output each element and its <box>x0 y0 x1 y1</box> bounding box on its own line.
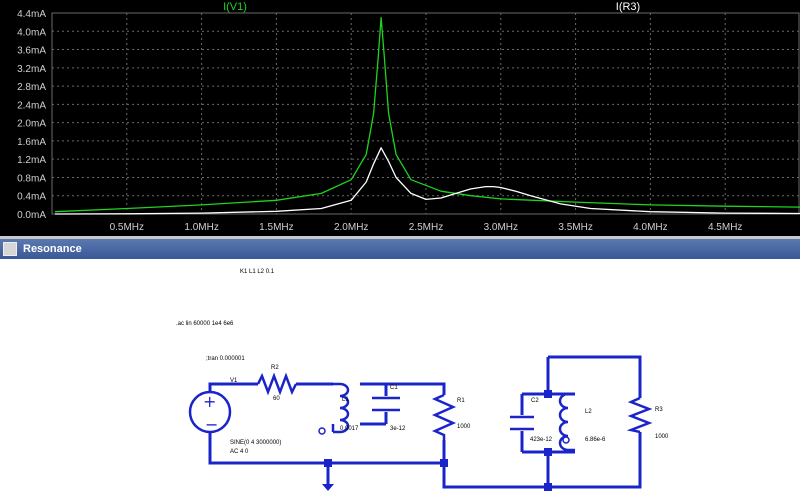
directive-tran[interactable]: ;tran 0.000001 <box>206 356 245 362</box>
resistor-r3[interactable] <box>626 396 653 434</box>
capacitor-c2[interactable] <box>510 415 534 431</box>
c2-value[interactable]: 423e-12 <box>530 437 553 443</box>
y-tick-label: 3.6mA <box>17 46 46 57</box>
y-tick-label: 2.0mA <box>17 119 46 130</box>
y-tick-label: 1.6mA <box>17 137 46 148</box>
x-tick-label: 3.5MHz <box>558 222 592 233</box>
phase-dot-l2 <box>562 436 570 444</box>
x-tick-label: 4.5MHz <box>708 222 742 233</box>
r2-name: R2 <box>271 365 279 371</box>
v1-name: V1 <box>230 378 238 384</box>
wire[interactable] <box>360 382 446 395</box>
schematic-title-bar[interactable]: Resonance <box>0 239 800 259</box>
r1-name: R1 <box>457 398 465 404</box>
c1-value[interactable]: 3e-12 <box>390 426 406 432</box>
r3-value[interactable]: 1000 <box>655 434 669 440</box>
schematic-window-icon <box>3 242 17 256</box>
source-plus-sign: + <box>203 392 216 411</box>
x-tick-label: 4.0MHz <box>633 222 667 233</box>
directive-coupling[interactable]: K1 L1 L2 0.1 <box>240 269 275 275</box>
schematic-drawing[interactable]: + − K1 L1 L2 0.1 .ac lin 60000 1e4 6e6 ;… <box>0 259 800 495</box>
v1-value-line1[interactable]: SINE(0 4 3000000) <box>230 440 281 446</box>
source-minus-sign: − <box>205 415 218 434</box>
junction-node[interactable] <box>324 459 332 467</box>
directive-ac[interactable]: .ac lin 60000 1e4 6e6 <box>176 321 234 327</box>
series-line-iv1[interactable] <box>54 16 800 213</box>
waveform-chart[interactable]: 0.0mA 0.4mA 0.8mA 1.2mA 1.6mA 2.0mA 2.4mA 2.8mA… <box>0 0 800 236</box>
y-tick-label: 4.0mA <box>17 27 46 38</box>
l2-value[interactable]: 6.86e-6 <box>585 437 606 443</box>
wire[interactable] <box>208 432 444 465</box>
junction-node[interactable] <box>440 459 448 467</box>
junction-node[interactable] <box>544 448 552 456</box>
schematic-window-title: Resonance <box>23 243 82 255</box>
phase-dot-l1 <box>318 427 326 435</box>
ground-symbol[interactable] <box>322 484 334 491</box>
waveform-plot-pane[interactable]: 0.0mA 0.4mA 0.8mA 1.2mA 1.6mA 2.0mA 2.4mA 2.8mA… <box>0 0 800 236</box>
y-tick-label: 3.2mA <box>17 64 46 75</box>
y-tick-label: 2.8mA <box>17 82 46 93</box>
x-tick-label: 2.0MHz <box>334 222 368 233</box>
resistor-r2[interactable] <box>256 372 298 396</box>
x-tick-label: 1.0MHz <box>184 222 218 233</box>
y-tick-label: 0.4mA <box>17 192 46 203</box>
schematic-canvas[interactable]: + − K1 L1 L2 0.1 .ac lin 60000 1e4 6e6 ;… <box>0 259 800 495</box>
r3-name: R3 <box>655 407 663 413</box>
capacitor-c1[interactable] <box>372 396 400 412</box>
y-tick-label: 4.4mA <box>17 9 46 20</box>
trace-label-ir3[interactable]: I(R3) <box>616 1 640 13</box>
c1-name: C1 <box>390 385 398 391</box>
x-tick-label: 1.5MHz <box>259 222 293 233</box>
resistor-r1[interactable] <box>431 393 457 440</box>
l1-value[interactable]: 0.0017 <box>340 426 359 432</box>
x-tick-label: 3.0MHz <box>484 222 518 233</box>
junction-node[interactable] <box>544 483 552 491</box>
pane-splitter[interactable] <box>0 236 800 239</box>
v1-value-line2[interactable]: AC 4 0 <box>230 449 249 455</box>
y-tick-label: 0.8mA <box>17 173 46 184</box>
inductor-l2[interactable] <box>558 392 575 452</box>
wire[interactable] <box>442 432 642 489</box>
inductor-l1[interactable] <box>331 382 350 434</box>
r1-value[interactable]: 1000 <box>457 424 471 430</box>
voltage-source-v1[interactable] <box>188 390 232 434</box>
y-tick-label: 2.4mA <box>17 100 46 111</box>
l2-name: L2 <box>585 409 592 415</box>
y-tick-label: 0.0mA <box>17 210 46 221</box>
c2-name: C2 <box>531 398 539 404</box>
trace-label-iv1[interactable]: I(V1) <box>223 1 247 13</box>
wire[interactable] <box>548 355 642 398</box>
r2-value[interactable]: 60 <box>273 396 280 402</box>
wire[interactable] <box>208 382 258 392</box>
x-tick-label: 2.5MHz <box>409 222 443 233</box>
series-line-ir3[interactable] <box>54 147 800 215</box>
x-tick-label: 0.5MHz <box>110 222 144 233</box>
y-tick-label: 1.2mA <box>17 155 46 166</box>
l1-name: L1 <box>342 397 349 403</box>
junction-node[interactable] <box>544 390 552 398</box>
